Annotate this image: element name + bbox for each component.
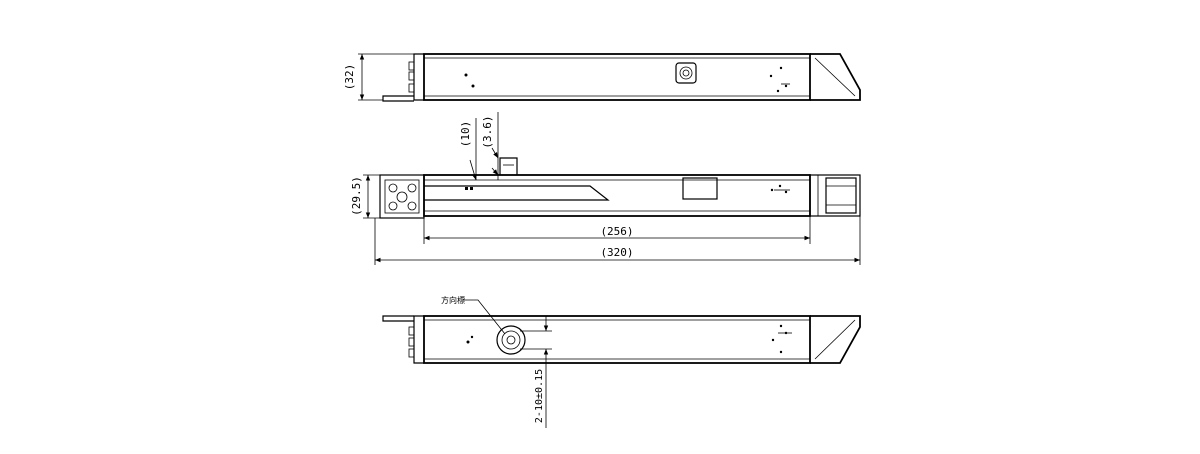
dim-mid-height: (29.5) bbox=[350, 176, 363, 216]
dim-length-320: (320) bbox=[600, 246, 633, 259]
top-body bbox=[423, 53, 811, 101]
dim-length-256: (256) bbox=[600, 225, 633, 238]
dim-top-height: (32) bbox=[343, 64, 356, 91]
dim-mid-3-6: (3.6) bbox=[481, 115, 494, 148]
direction-mark-label: 方向標 bbox=[441, 295, 465, 305]
top-view: (32) bbox=[343, 53, 861, 102]
mid-end-cap bbox=[809, 174, 861, 217]
dim-hole-spec: 2-10±0.15 bbox=[534, 369, 545, 423]
direction-leader bbox=[463, 299, 506, 335]
middle-view: (10) (3.6) (29.5) (256) (320) bbox=[350, 112, 861, 265]
top-bracket bbox=[413, 53, 424, 101]
bottom-tapered-end bbox=[810, 315, 861, 364]
mid-slanted-strip bbox=[424, 185, 610, 201]
top-connector bbox=[675, 62, 697, 84]
direction-mark bbox=[496, 325, 526, 355]
dim-mid-10: (10) bbox=[459, 121, 472, 148]
mid-mount-plate bbox=[379, 174, 425, 219]
bottom-body bbox=[423, 315, 811, 364]
mid-body bbox=[423, 174, 811, 217]
mid-label-window bbox=[682, 177, 718, 200]
mid-raised-block bbox=[499, 157, 518, 175]
bottom-bracket bbox=[413, 315, 424, 364]
bottom-view: 方向標 2-10±0.15 bbox=[382, 295, 861, 428]
top-tapered-end bbox=[810, 53, 861, 101]
